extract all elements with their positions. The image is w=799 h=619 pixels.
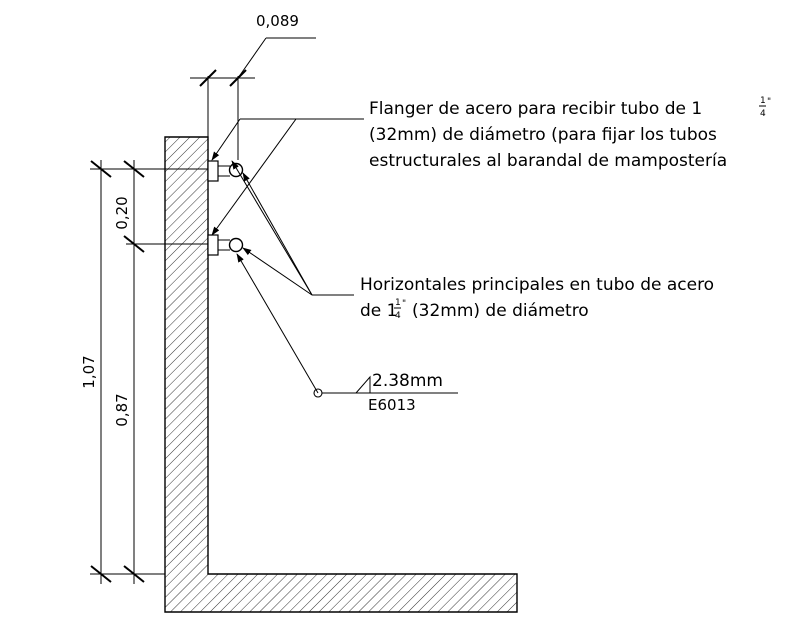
weld-symbol: 2.38mm E6013 [236,253,458,414]
dim-spacing: 0,20 0,87 [113,160,145,584]
flange-lower [207,234,219,256]
callout-horizontales: Horizontales principales en tubo de acer… [360,275,714,321]
dim-total-height: 1,07 [80,160,112,584]
horizontales-fraction-num: 1 [395,298,401,308]
horizontales-inch-mark: " [402,299,406,309]
flanger-inch-mark: " [767,97,771,107]
dim-top-gap: 0,089 [190,12,316,160]
dim-label-total-height: 1,07 [80,355,98,388]
horizontales-line2-suffix: (32mm) de diámetro [412,301,589,321]
leader-flanger [211,118,364,236]
flanger-line1: Flanger de acero para recibir tubo de 1 [369,99,702,119]
horizontales-fraction-den: 4 [395,311,401,321]
flanger-fraction-num: 1 [760,96,766,106]
weld-size: 2.38mm [372,371,443,391]
flanger-line2: (32mm) de diámetro (para fijar los tubos [369,125,717,145]
masonry-wall [164,136,518,613]
dim-label-spacing: 0,20 [113,196,131,229]
flanger-line3: estructurales al barandal de mampostería [369,151,727,171]
flanger-fraction-den: 4 [760,109,766,119]
horizontales-line2-prefix: de 1 [360,301,397,321]
dim-label-lower-height: 0,87 [113,393,131,426]
dim-label-top-gap: 0,089 [256,12,299,30]
leader-horizontales [231,160,354,296]
horizontales-line1: Horizontales principales en tubo de acer… [360,275,714,295]
tube-lower [228,237,244,253]
flange-upper [207,160,219,182]
callout-flanger: Flanger de acero para recibir tubo de 1 … [369,96,771,171]
weld-electrode: E6013 [368,396,416,414]
